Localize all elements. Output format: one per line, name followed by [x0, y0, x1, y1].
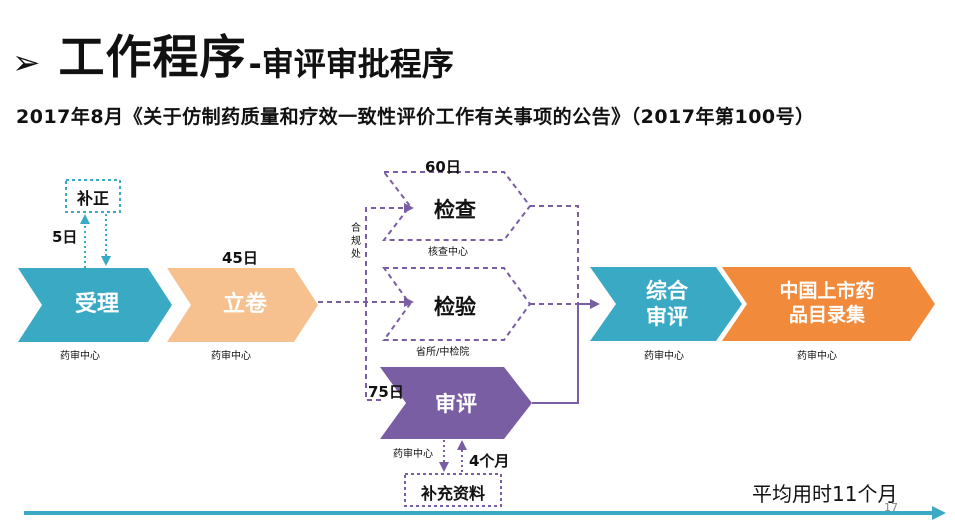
comprehensive-line1: 综合	[646, 279, 688, 303]
catalog-line2: 品目录集	[788, 303, 865, 326]
page-number: 17	[884, 501, 898, 514]
timeline-arrowhead	[932, 506, 946, 520]
inspect-merge-line	[530, 205, 579, 304]
title-main: 工作程序	[58, 30, 247, 84]
accept-label: 受理	[74, 292, 119, 317]
supplement-box	[404, 473, 502, 507]
subtitle: 2017年8月《关于仿制药质量和疗效一致性评价工作有关事项的公告》（2017年第…	[16, 106, 815, 128]
review-time: 75日	[368, 383, 404, 401]
comprehensive-chevron	[590, 267, 742, 341]
to-inspect-arrow	[365, 203, 414, 302]
inspect-chevron	[381, 171, 532, 241]
inspect-time: 60日	[425, 158, 461, 176]
review-merge-line	[532, 304, 579, 404]
test-chevron	[382, 267, 532, 341]
inspect-caption: 核查中心	[428, 247, 468, 258]
accept-caption: 药审中心	[60, 351, 100, 362]
test-caption: 省所/中检院	[416, 347, 470, 358]
test-label: 检验	[434, 295, 476, 319]
catalog-label: 中国上市药 品目录集	[762, 280, 892, 328]
title-sub: -审评审批程序	[248, 45, 454, 83]
comprehensive-caption: 药审中心	[644, 351, 684, 362]
review-caption: 药审中心	[393, 449, 433, 460]
correction-time: 5日	[52, 228, 78, 246]
to-review-line	[365, 302, 385, 401]
correction-box	[65, 179, 121, 213]
average-time: 平均用时11个月	[752, 482, 898, 506]
review-label: 审评	[435, 392, 477, 416]
file-caption: 药审中心	[211, 351, 251, 362]
catalog-line1: 中国上市药	[779, 280, 875, 302]
review-chevron	[380, 367, 532, 439]
correction-label: 补正	[76, 189, 109, 208]
comprehensive-line2: 审评	[646, 305, 688, 330]
inspect-label: 检查	[434, 198, 476, 222]
supplement-time: 4个月	[469, 452, 510, 470]
page-title: ➢ 工作程序 -审评审批程序	[12, 18, 454, 80]
accept-chevron	[18, 268, 172, 342]
comprehensive-label: 综合 审评	[622, 278, 712, 331]
file-chevron	[167, 268, 318, 342]
bullet-arrow-icon: ➢	[12, 43, 41, 83]
compliance-label: 合规处	[351, 223, 361, 260]
file-label: 立卷	[222, 292, 267, 317]
catalog-chevron	[722, 267, 935, 341]
catalog-caption: 药审中心	[797, 351, 837, 362]
supplement-label: 补充资料	[420, 484, 485, 503]
file-time: 45日	[222, 249, 258, 267]
